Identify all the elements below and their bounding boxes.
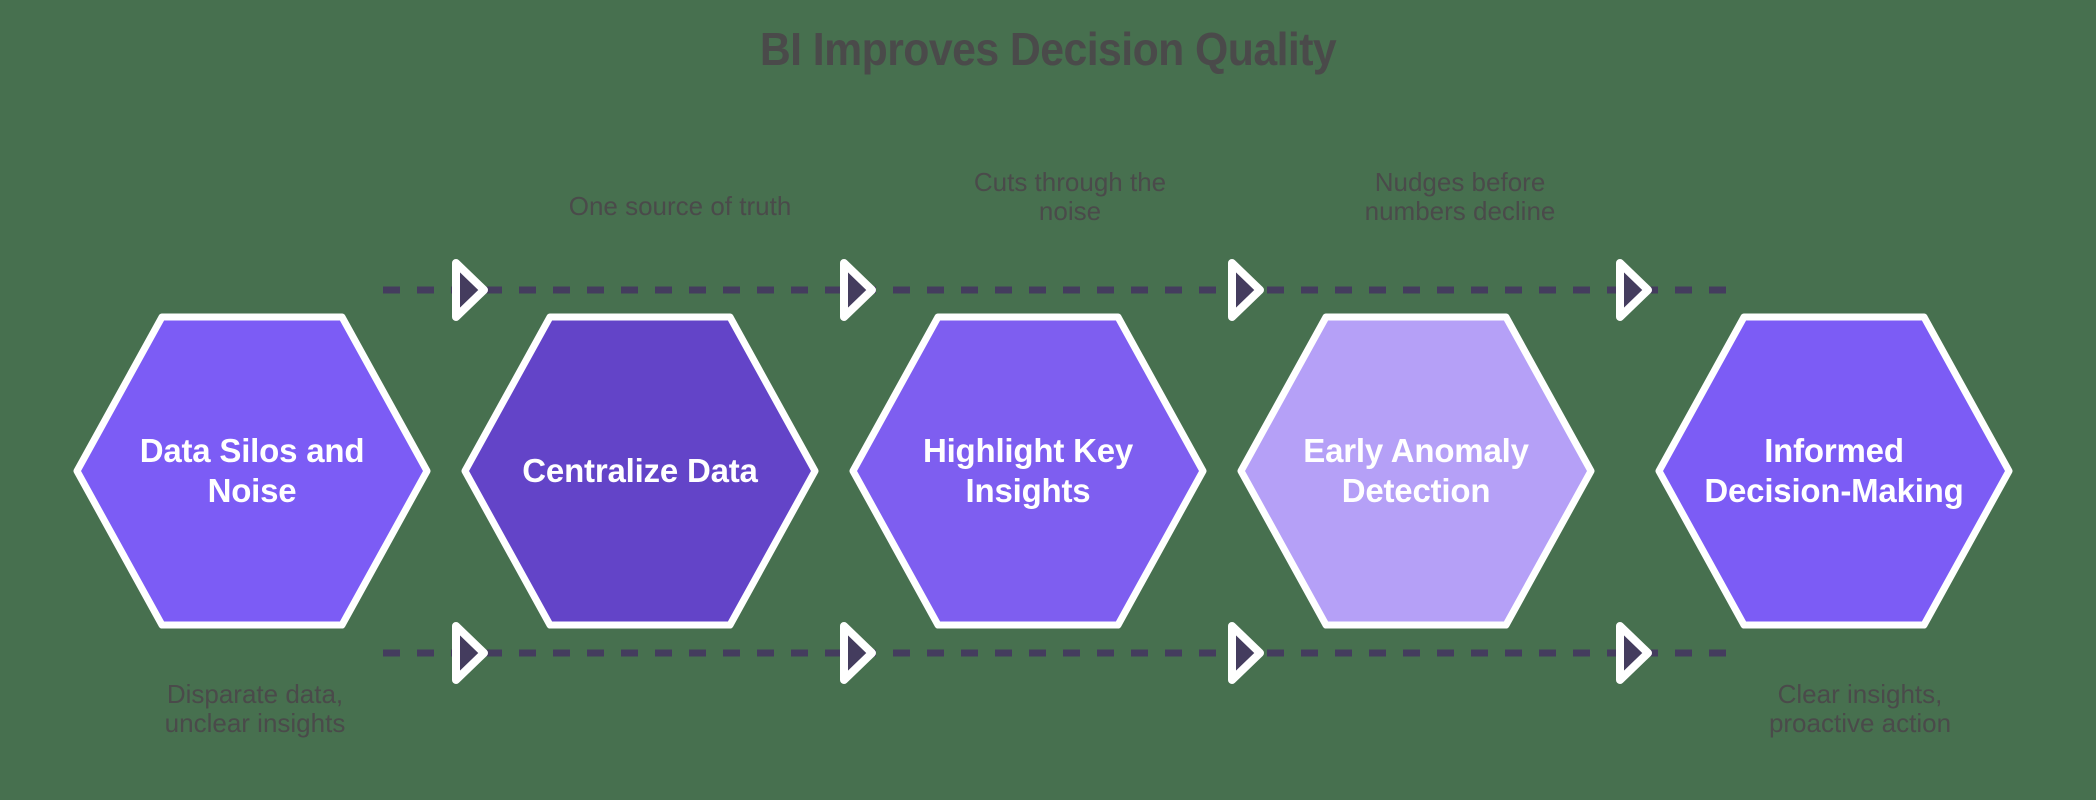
- node-early-anomaly-detection[interactable]: Early Anomaly Detection: [1236, 312, 1596, 630]
- node-label: Informed Decision-Making: [1704, 431, 1964, 509]
- node-label: Highlight Key Insights: [922, 431, 1134, 509]
- arrow-marker-bottom-2: [840, 622, 876, 684]
- node-data-silos-and-noise[interactable]: Data Silos and Noise: [72, 312, 432, 630]
- caption-nudges-before-numbers-decline: Nudges before numbers decline: [1364, 167, 1556, 227]
- hexagon-shape: [849, 313, 1207, 629]
- arrow-marker-top-4: [1616, 259, 1652, 321]
- node-highlight-key-insights[interactable]: Highlight Key Insights: [848, 312, 1208, 630]
- arrow-marker-top-1: [452, 259, 488, 321]
- hexagon-shape: [73, 313, 431, 629]
- node-label: Centralize Data: [522, 451, 758, 489]
- arrow-marker-bottom-1: [452, 622, 488, 684]
- arrow-marker-bottom-4: [1616, 622, 1652, 684]
- caption-cuts-through-the-noise: Cuts through the noise: [973, 167, 1167, 227]
- node-label: Data Silos and Noise: [139, 431, 365, 509]
- node-label: Early Anomaly Detection: [1303, 431, 1529, 509]
- node-informed-decision-making[interactable]: Informed Decision-Making: [1654, 312, 2014, 630]
- page-title: BI Improves Decision Quality: [759, 23, 1337, 75]
- hexagon-shape: [1655, 313, 2013, 629]
- caption-one-source-of-truth: One source of truth: [568, 191, 792, 221]
- caption-disparate-data-unclear-insights: Disparate data, unclear insights: [164, 679, 346, 739]
- hexagon-shape: [1237, 313, 1595, 629]
- arrow-marker-top-2: [840, 259, 876, 321]
- hexagon-shape: [461, 313, 819, 629]
- node-centralize-data[interactable]: Centralize Data: [460, 312, 820, 630]
- caption-clear-insights-proactive-action: Clear insights, proactive action: [1768, 679, 1952, 739]
- arrow-marker-top-3: [1228, 259, 1264, 321]
- arrow-marker-bottom-3: [1228, 622, 1264, 684]
